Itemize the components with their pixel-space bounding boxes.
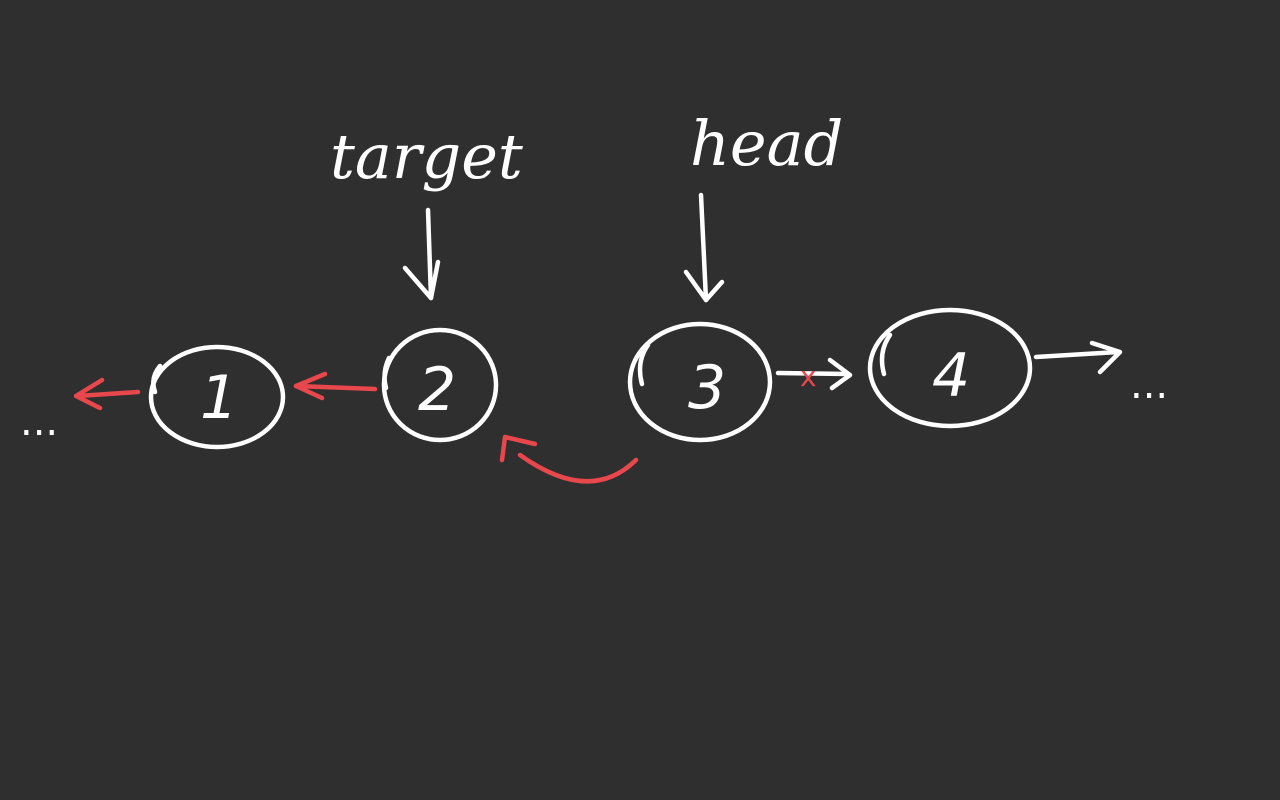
left-ellipsis: ... — [20, 399, 58, 445]
node3-next-arrow-broken — [775, 357, 853, 391]
node-2-value: 2 — [418, 355, 456, 425]
right-ellipsis: ... — [1130, 362, 1168, 408]
target-pointer-arrow — [402, 207, 441, 301]
node1-prev-arrow — [73, 377, 141, 411]
node-4-value: 4 — [932, 341, 970, 411]
node2-prev-arrow — [293, 371, 378, 401]
node3-prev-arrow — [499, 434, 639, 484]
node-4: 4 — [867, 307, 1033, 429]
node-3-value: 3 — [688, 353, 726, 423]
node-1: 1 — [148, 344, 286, 450]
node-2: 2 — [381, 327, 499, 443]
node4-next-arrow — [1033, 340, 1123, 375]
head-pointer-arrow — [683, 192, 725, 303]
broken-link-mark: x — [800, 360, 817, 393]
node-3: 3 — [627, 321, 773, 443]
node-1-value: 1 — [200, 363, 238, 433]
head-label: head — [690, 107, 843, 180]
target-label: target — [330, 120, 523, 193]
